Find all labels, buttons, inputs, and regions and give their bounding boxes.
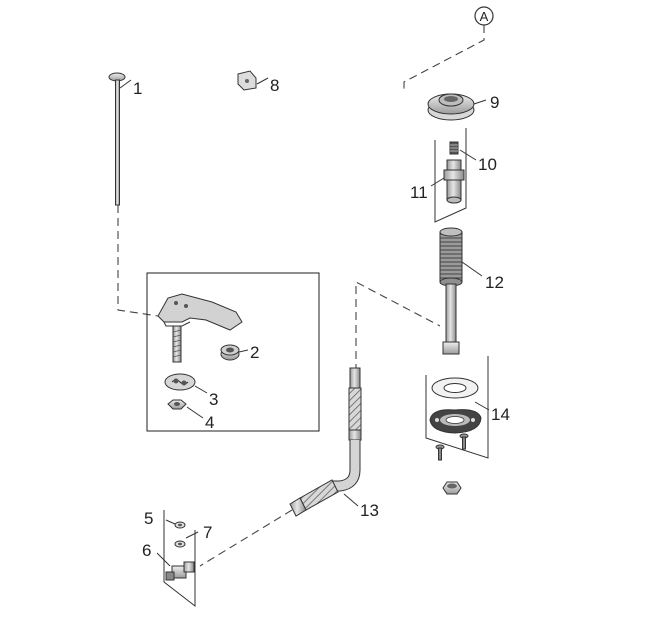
part-9-flange: 9 bbox=[427, 93, 499, 121]
callout-12: 12 bbox=[485, 273, 504, 292]
callout-3: 3 bbox=[209, 390, 218, 409]
part-6-angle-valve: 6 bbox=[142, 541, 195, 581]
callout-9: 9 bbox=[490, 93, 499, 112]
reference-a-marker: A bbox=[403, 6, 494, 90]
part-11-cartridge: 11 bbox=[410, 159, 465, 204]
lift-rod-assembly-box: 2 3 4 bbox=[146, 272, 320, 432]
callout-7: 7 bbox=[203, 523, 212, 542]
callout-6: 6 bbox=[142, 541, 151, 560]
part-4-hex-nut: 4 bbox=[167, 399, 214, 432]
callout-11: 11 bbox=[410, 183, 428, 202]
callout-14: 14 bbox=[491, 405, 510, 424]
callout-1: 1 bbox=[133, 79, 142, 98]
part-12-tap-body: 12 bbox=[439, 227, 504, 355]
part-14-mounting-set: 14 bbox=[425, 356, 510, 495]
angle-valve-group: 5 7 6 bbox=[142, 509, 212, 608]
part-8-clip: 8 bbox=[237, 70, 279, 95]
part-1-lift-rod: 1 bbox=[108, 72, 159, 317]
callout-5: 5 bbox=[144, 509, 153, 528]
part-2-nut: 2 bbox=[220, 343, 259, 362]
part-13-flex-hose: 13 bbox=[199, 281, 441, 567]
part-3-washer: 3 bbox=[164, 373, 218, 409]
callout-4: 4 bbox=[205, 413, 214, 432]
cartridge-group: 10 11 bbox=[410, 128, 497, 223]
part-10-spline-adapter: 10 bbox=[449, 141, 497, 174]
reference-a-label: A bbox=[480, 9, 489, 24]
callout-8: 8 bbox=[270, 76, 279, 95]
callout-10: 10 bbox=[478, 155, 497, 174]
callout-13: 13 bbox=[360, 501, 379, 520]
callout-2: 2 bbox=[250, 343, 259, 362]
